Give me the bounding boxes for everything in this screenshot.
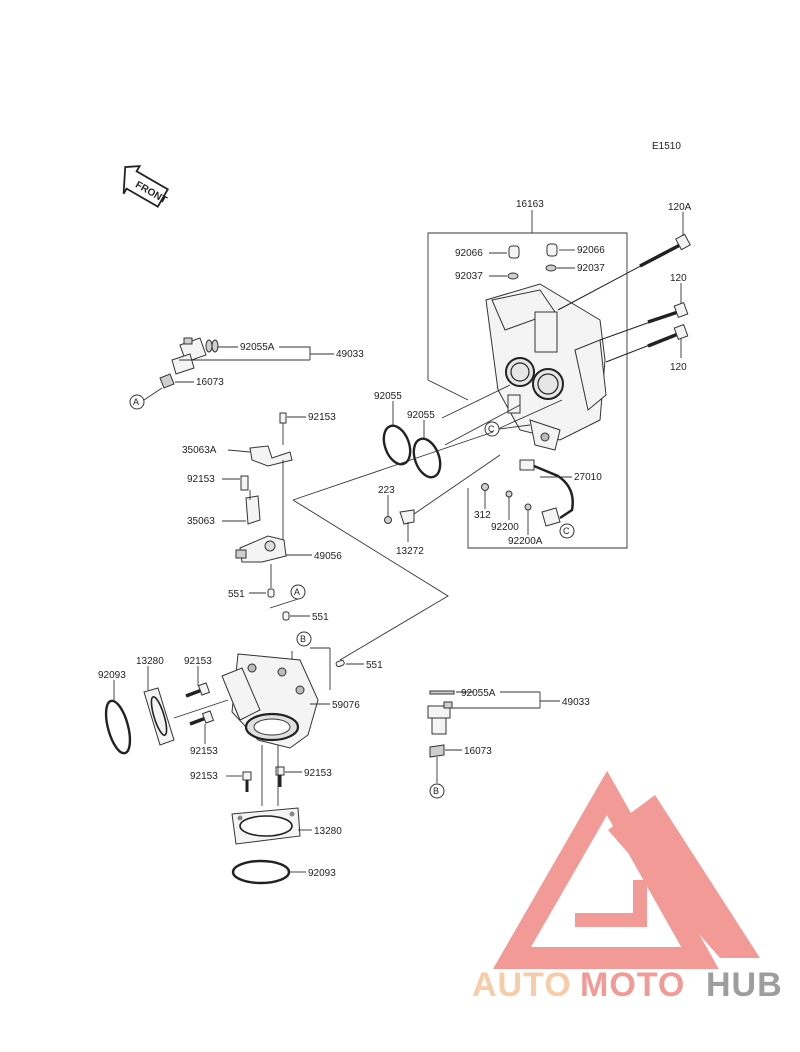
screw-223 [384,516,392,524]
logo-text-auto: AUTO [472,966,572,1004]
part-number-92200: 92200 [491,522,519,533]
part-number-49033-right: 49033 [562,697,590,708]
part-number-92037-right: 92037 [577,263,605,274]
gasket-92093-bottom [231,859,291,885]
part-number-35063: 35063 [187,516,215,527]
part-number-16073-right: 16073 [464,746,492,757]
reference-marker-B-center: B [296,631,312,647]
automotohub-logo: AUTO MOTO HUB [472,770,783,1004]
part-number-92037-left: 92037 [455,271,483,282]
clip-16073-right [429,744,445,758]
o-ring-551-c [335,659,345,668]
throttle-body-assembly [485,283,607,451]
part-number-92066-left: 92066 [455,248,483,259]
svg-text:C: C [488,424,495,434]
svg-text:A: A [133,397,139,407]
screw-92153-bottom-left [242,771,252,792]
clip-16073-top [159,373,175,389]
part-number-92055-left: 92055 [374,391,402,402]
part-number-59076: 59076 [332,700,360,711]
logo-text-hub: HUB [706,966,783,1004]
part-number-92055A-top: 92055A [240,342,275,353]
part-number-551-c: 551 [366,660,383,671]
part-number-35063A: 35063A [182,445,217,456]
bracket-35063A [249,445,293,467]
part-number-92055A-right: 92055A [461,688,496,699]
reference-marker-A-center: A [290,584,306,600]
screw-92153-middle [240,475,249,491]
fuel-injector-right [427,690,455,735]
part-number-92153-bottom-right: 92153 [304,768,332,779]
part-number-120A: 120A [668,202,692,213]
bolt-120-lower [605,324,689,363]
front-direction-arrow: FRONT [122,165,170,208]
part-number-92153-side-upper: 92153 [184,656,212,667]
part-number-551-b: 551 [312,612,329,623]
part-number-92093-bottom: 92093 [308,868,336,879]
fuel-injector-top [171,337,219,375]
part-number-92153-bottom-left: 92153 [190,771,218,782]
svg-text:C: C [563,526,570,536]
svg-text:B: B [300,634,306,644]
part-number-13272: 13272 [396,546,424,557]
o-ring-551-a [267,588,275,598]
part-number-120-upper: 120 [670,273,687,284]
part-number-120-lower: 120 [670,362,687,373]
svg-text:B: B [433,786,439,796]
part-number-312: 312 [474,510,491,521]
part-number-13280-bottom: 13280 [314,826,342,837]
svg-text:A: A [294,587,300,597]
reference-marker-B-right: B [429,783,445,799]
o-ring-92055-right [412,437,442,479]
screw-92153-side-upper [185,682,211,698]
diagram-code: E1510 [652,141,681,152]
part-number-49033-top: 49033 [336,349,364,360]
logo-text-moto: MOTO [580,966,685,1004]
part-number-92153-middle: 92153 [187,474,215,485]
part-number-92093-left: 92093 [98,670,126,681]
part-number-223: 223 [378,485,395,496]
o-ring-551-b [282,611,290,621]
gasket-92093-left [104,699,132,755]
fuel-pipe-49056 [235,535,287,563]
washer-92200 [505,490,513,498]
reference-marker-A-left: A [129,394,145,410]
assembly-bracket-16163 [427,210,628,549]
screw-92153-top [279,412,287,424]
gasket-13280-bottom [231,807,301,845]
part-number-92066-right: 92066 [577,245,605,256]
cap-92066-left [508,245,520,259]
bracket-35063 [245,495,261,525]
screw-92153-bottom-right [275,766,285,787]
reference-marker-C-lower: C [559,523,575,539]
o-ring-92055-left [382,424,412,466]
bolt-120-upper [599,302,689,341]
part-number-16073-top: 16073 [196,377,224,388]
part-number-92200A: 92200A [508,536,543,547]
clip-92037-left [507,272,519,280]
washer-92200A [524,503,532,511]
screw-92153-side-lower [189,710,215,726]
part-number-49056: 49056 [314,551,342,562]
bracket-13272 [399,509,415,525]
cap-92066-right [546,243,558,257]
part-number-16163: 16163 [516,199,544,210]
intake-manifold-59076 [221,653,319,749]
gasket-13280-left [143,687,175,746]
part-number-27010: 27010 [574,472,602,483]
part-number-551-a: 551 [228,589,245,600]
sensor-harness-27010 [519,459,574,527]
part-312 [481,483,489,491]
bolt-120A [557,233,691,311]
part-number-13280-left: 13280 [136,656,164,667]
part-number-92055-right: 92055 [407,410,435,421]
part-number-92153-side-lower: 92153 [190,746,218,757]
part-number-92153-top: 92153 [308,412,336,423]
clip-92037-right [545,264,557,272]
